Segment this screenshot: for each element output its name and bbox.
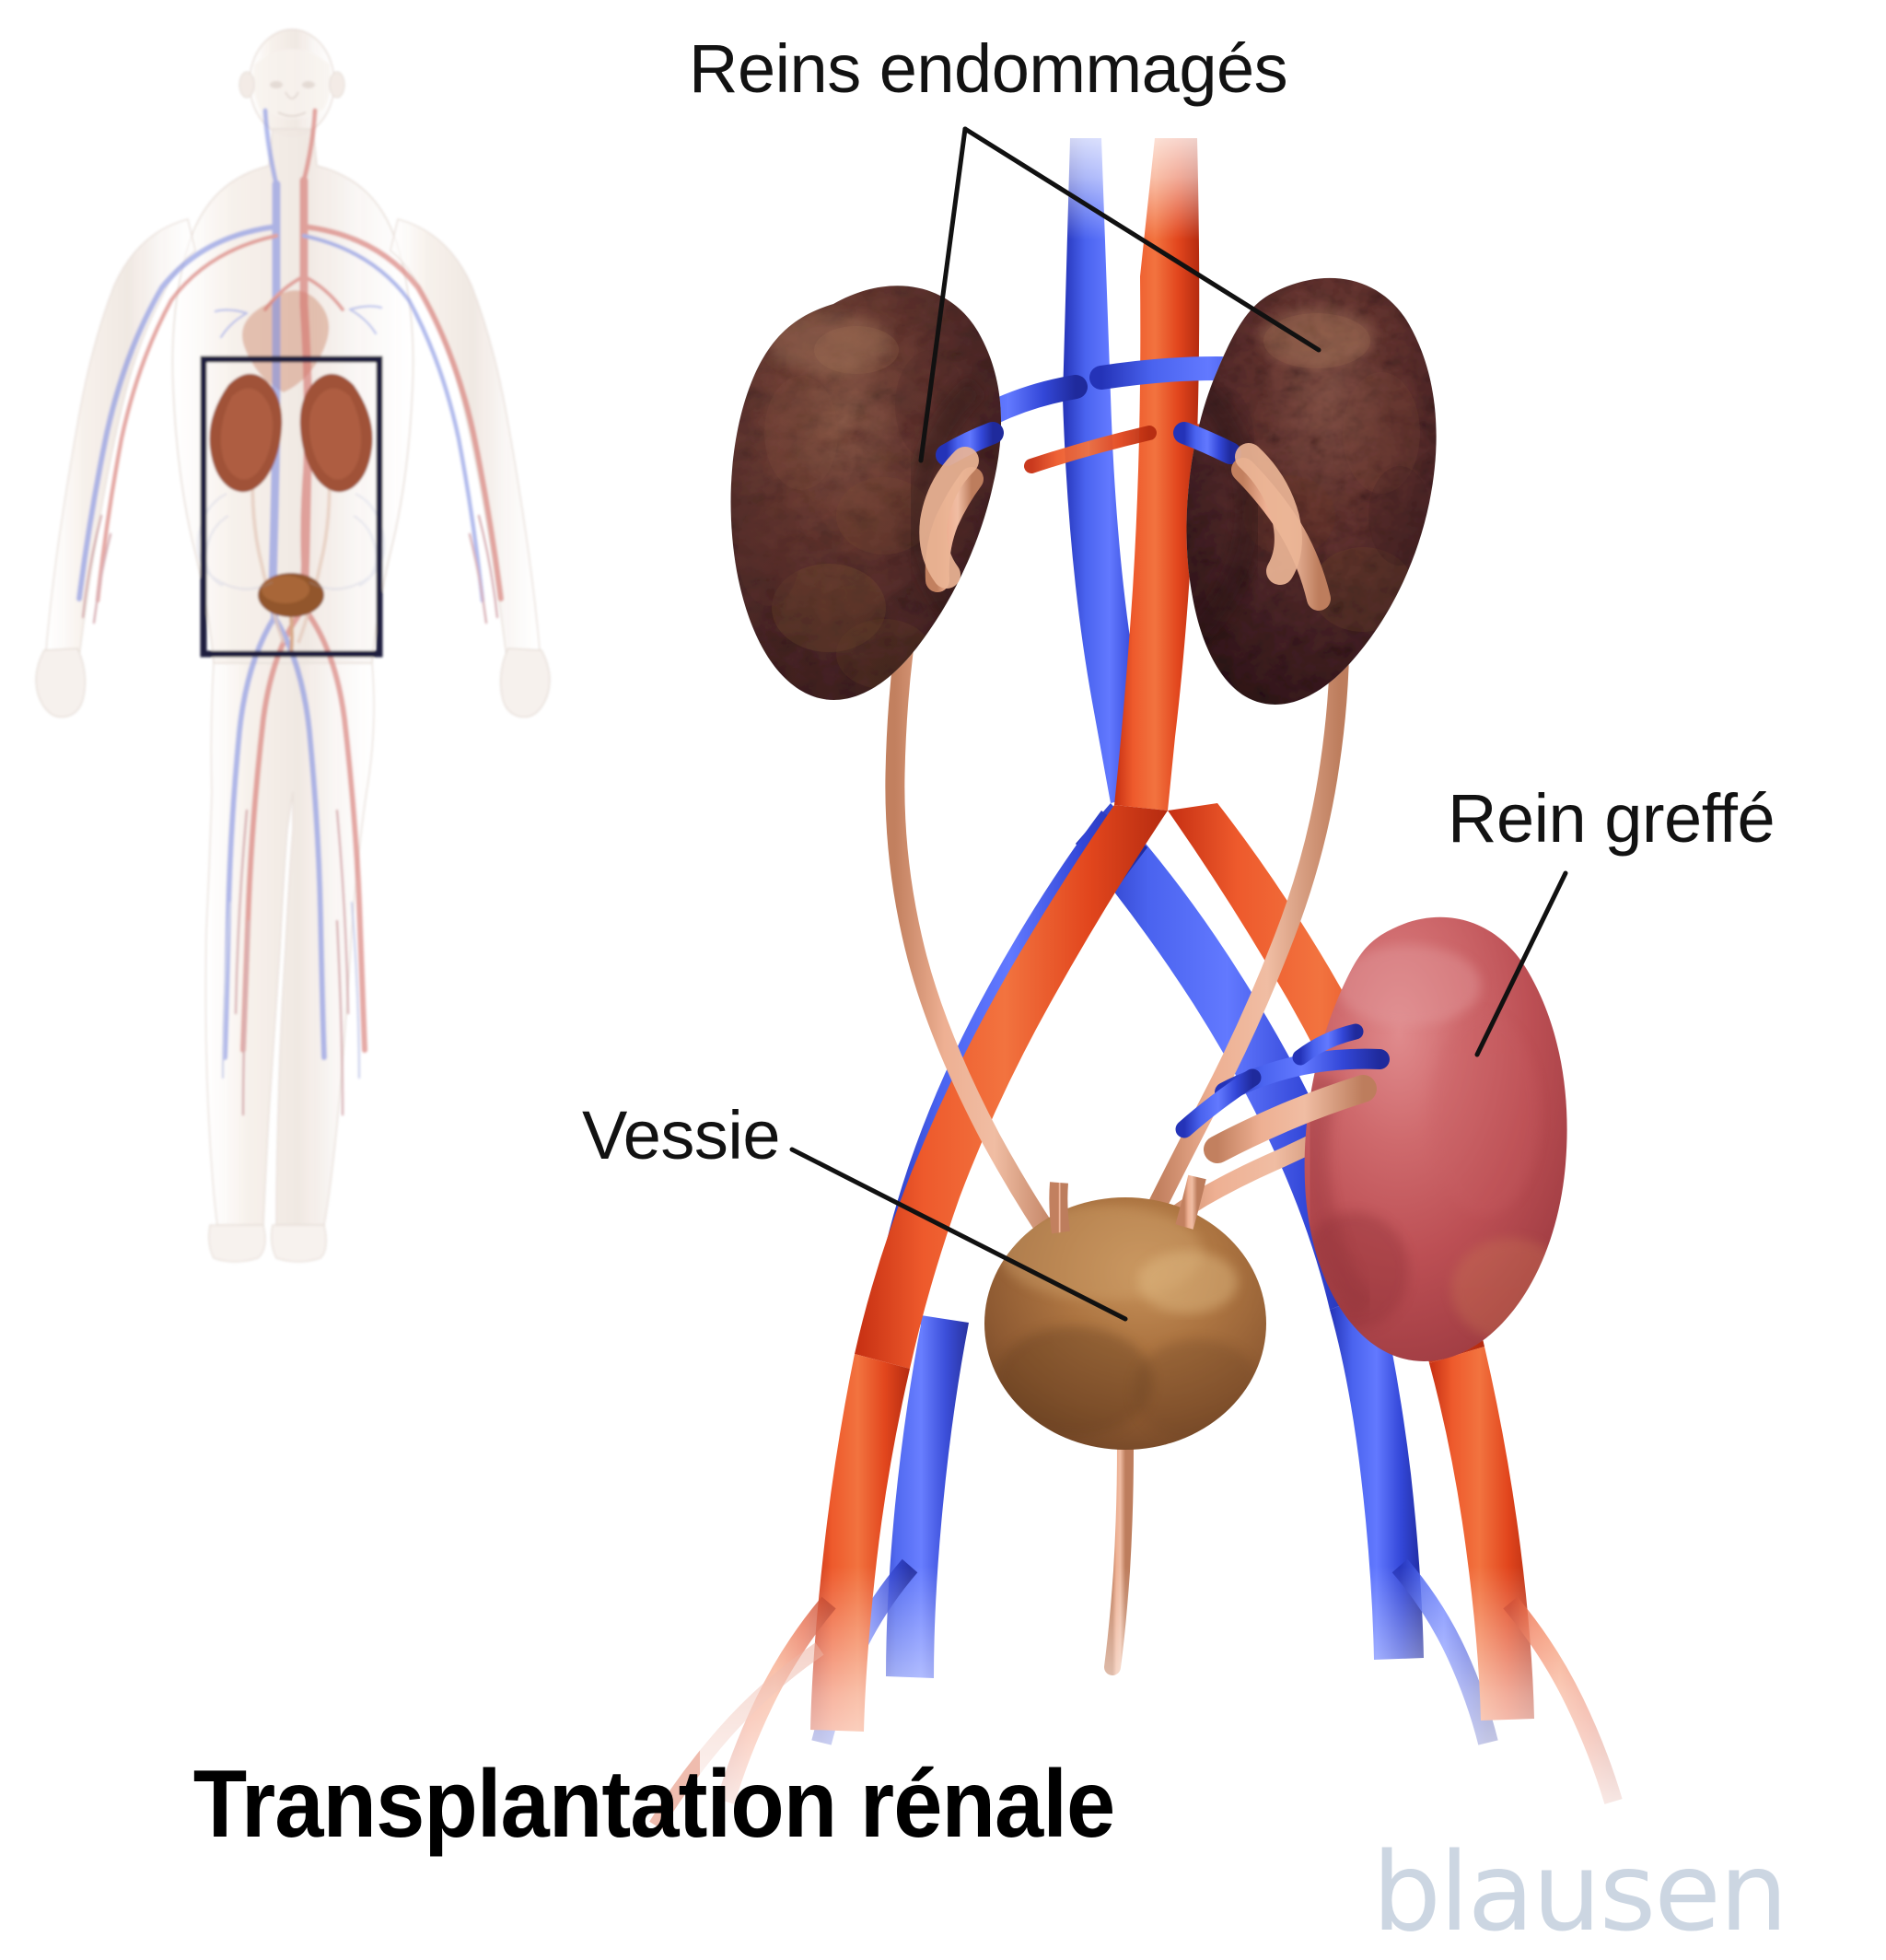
label-bladder: Vessie [582,1097,781,1173]
vessel-fade-top [995,101,1271,239]
body-right-hand [500,648,551,718]
leader-damaged-kidney-right [962,126,1321,353]
body-legs [204,662,375,1226]
figure-title: Transplantation rénale [192,1751,1116,1858]
body-figure [35,29,551,1263]
renal-hilum-vessels [919,422,1331,611]
body-urinary-system [196,373,386,655]
leader-bladder [789,1147,1128,1322]
label-transplanted-kidney: Rein greffé [1448,780,1775,857]
body-right-foot [271,1224,327,1263]
bladder [984,1174,1266,1450]
label-damaged-kidneys: Reins endommagés [689,30,1288,107]
blausen-watermark: blausen [1372,1828,1788,1955]
leader-damaged-kidney-left [918,126,968,463]
leader-lines [789,126,1568,1322]
body-left-hand [35,648,86,718]
transplanted-kidney [1175,916,1567,1362]
vessel-fade-bottom [700,1566,1731,1851]
inset-highlight-box [200,356,383,658]
body-left-foot [208,1224,266,1263]
leader-transplanted-kidney [1474,870,1568,1057]
